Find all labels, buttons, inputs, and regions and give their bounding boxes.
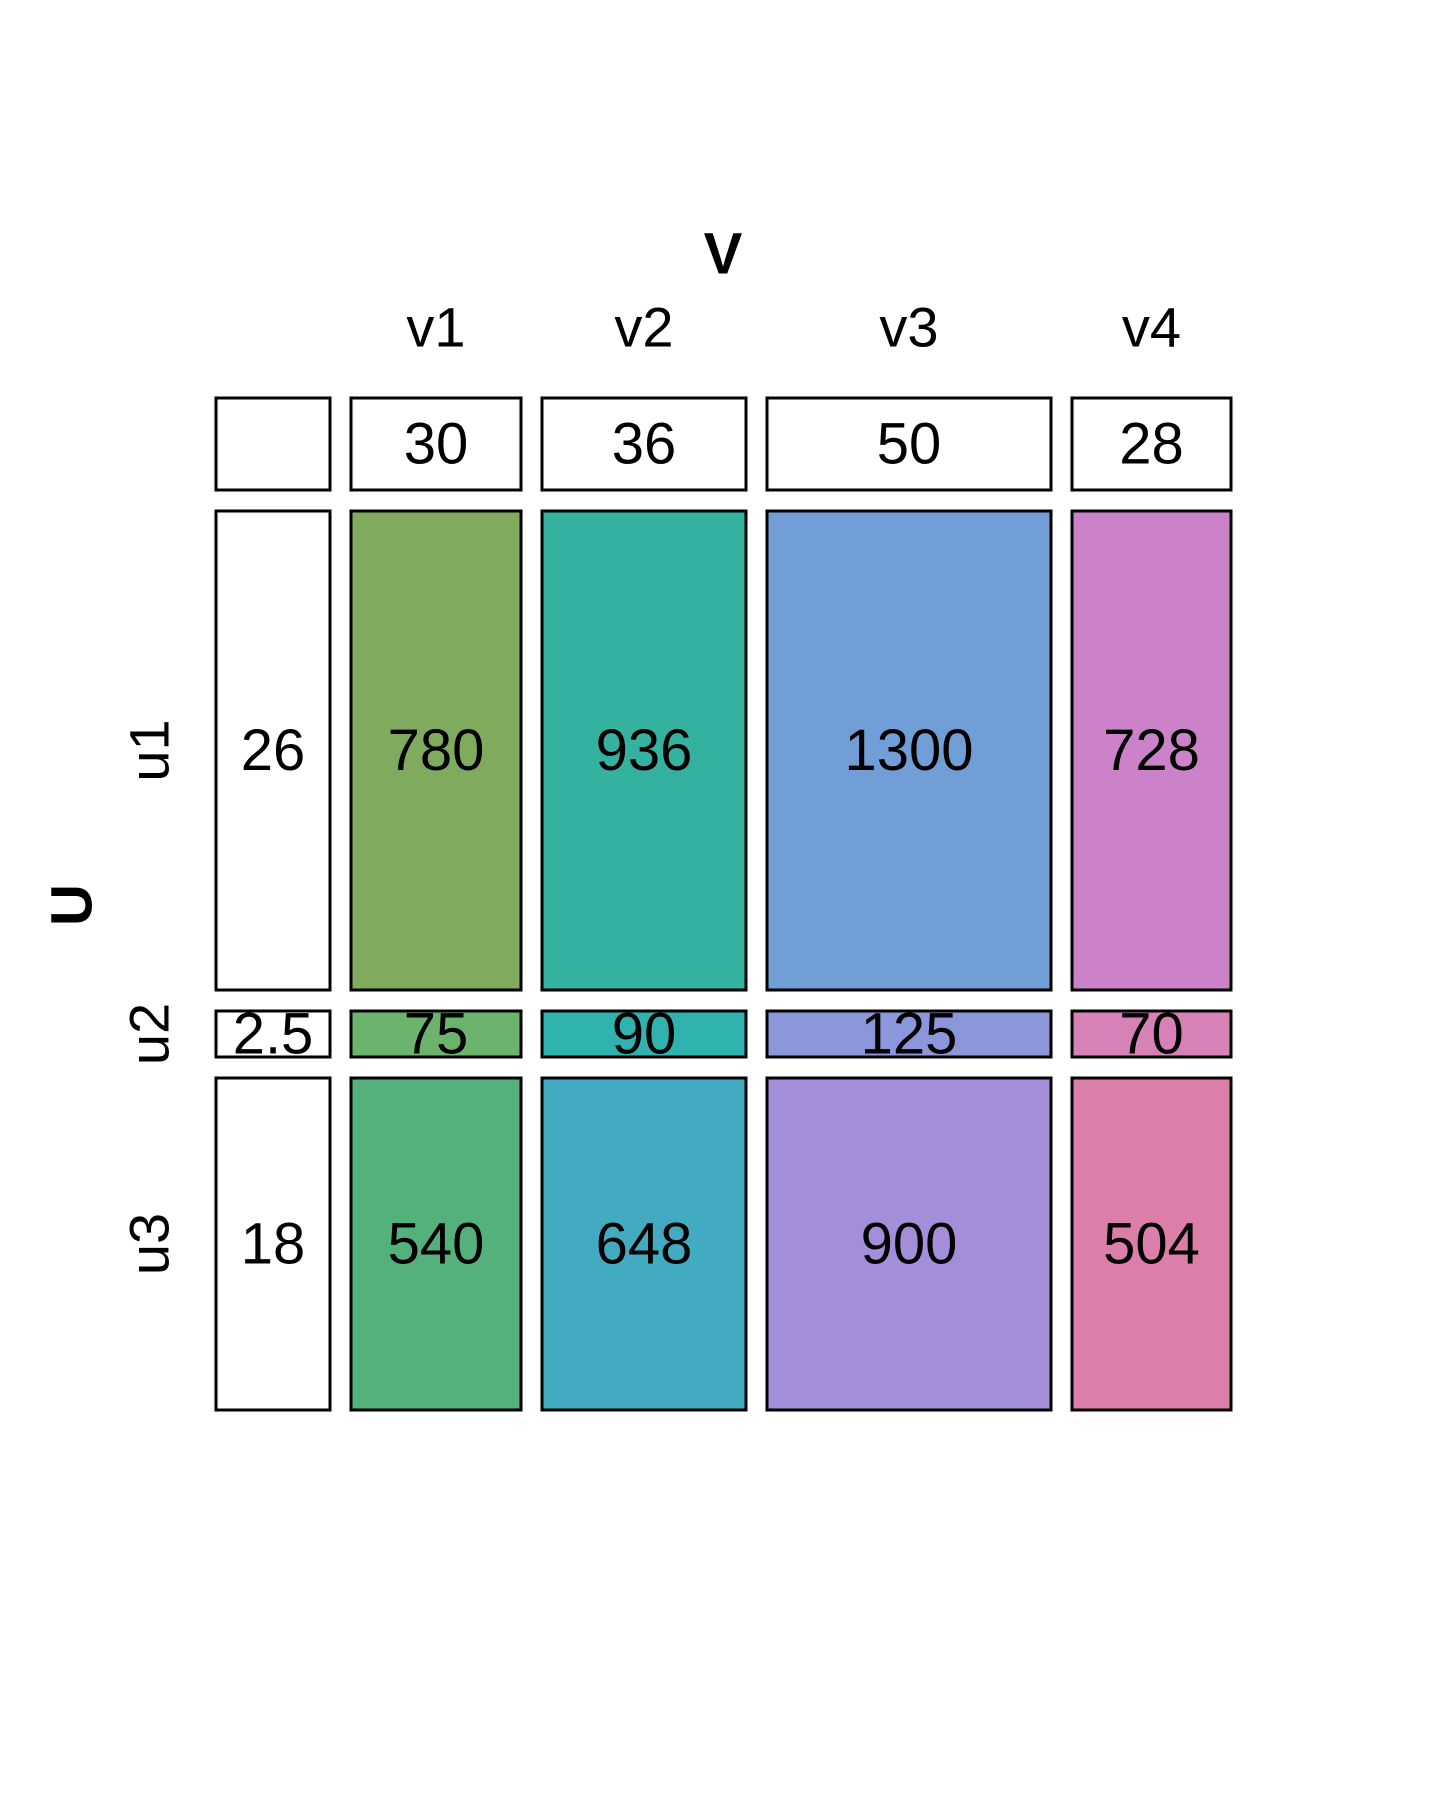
cell-u2-v3 — [765, 1009, 1053, 1059]
cell-value-u3-v3: 900 — [861, 1212, 958, 1277]
cell-value-u1-v1: 780 — [388, 718, 485, 783]
row-margin-cell-u1 — [214, 509, 332, 992]
cell-value-u3-v2: 648 — [596, 1212, 693, 1277]
row-margin-cell-u2 — [214, 1009, 332, 1059]
row-margin-value-u3: 18 — [241, 1212, 306, 1277]
cell-value-u1-v2: 936 — [596, 718, 693, 783]
column-label-v1: v1 — [406, 296, 465, 359]
row-margin-value-u2: 2.5 — [233, 1002, 314, 1067]
column-label-v2: v2 — [614, 296, 673, 359]
column-margin-value-v3: 50 — [877, 412, 942, 477]
cell-u1-v2 — [540, 509, 748, 992]
row-variable-title: U — [40, 884, 105, 926]
column-margin-cell-v3 — [765, 396, 1053, 492]
cell-u2-v1 — [349, 1009, 523, 1059]
column-margin-cell-v4 — [1070, 396, 1233, 492]
column-label-v4: v4 — [1122, 296, 1181, 359]
cell-value-u2-v4: 70 — [1119, 1002, 1184, 1067]
row-margin-cells: 26 2.5 18 — [214, 509, 332, 1412]
cell-u3-v3 — [765, 1076, 1053, 1412]
column-margin-value-v1: 30 — [404, 412, 469, 477]
column-labels: v1 v2 v3 v4 — [406, 296, 1181, 359]
row-label-u3: u3 — [118, 1213, 181, 1275]
column-margin-value-v4: 28 — [1119, 412, 1184, 477]
column-label-v3: v3 — [879, 296, 938, 359]
cell-u3-v1 — [349, 1076, 523, 1412]
column-margin-cell-v2 — [540, 396, 748, 492]
column-margin-value-v2: 36 — [612, 412, 677, 477]
corner-margin-cell — [214, 396, 332, 492]
cell-u1-v4 — [1070, 509, 1233, 992]
cell-value-u3-v4: 504 — [1103, 1212, 1200, 1277]
cell-u1-v3 — [765, 509, 1053, 992]
cell-value-u2-v1: 75 — [404, 1002, 469, 1067]
data-cells: 780 936 1300 728 75 90 125 70 540 648 900 504 — [349, 509, 1233, 1412]
cell-value-u2-v2: 90 — [612, 1002, 677, 1067]
column-margin-cell-v1 — [349, 396, 523, 492]
row-labels: u1 u2 u3 — [118, 719, 181, 1275]
cell-value-u3-v1: 540 — [388, 1212, 485, 1277]
row-label-u2: u2 — [118, 1003, 181, 1065]
column-variable-title: V — [704, 222, 743, 287]
row-margin-value-u1: 26 — [241, 718, 306, 783]
cell-u2-v2 — [540, 1009, 748, 1059]
cell-value-u1-v4: 728 — [1103, 718, 1200, 783]
column-margin-cells: 30 36 50 28 — [214, 396, 1233, 492]
cell-u1-v1 — [349, 509, 523, 992]
cell-value-u2-v3: 125 — [861, 1002, 958, 1067]
cell-u2-v4 — [1070, 1009, 1233, 1059]
cell-u3-v2 — [540, 1076, 748, 1412]
cell-u3-v4 — [1070, 1076, 1233, 1412]
row-label-u1: u1 — [118, 719, 181, 781]
cell-value-u1-v3: 1300 — [844, 718, 973, 783]
row-margin-cell-u3 — [214, 1076, 332, 1412]
